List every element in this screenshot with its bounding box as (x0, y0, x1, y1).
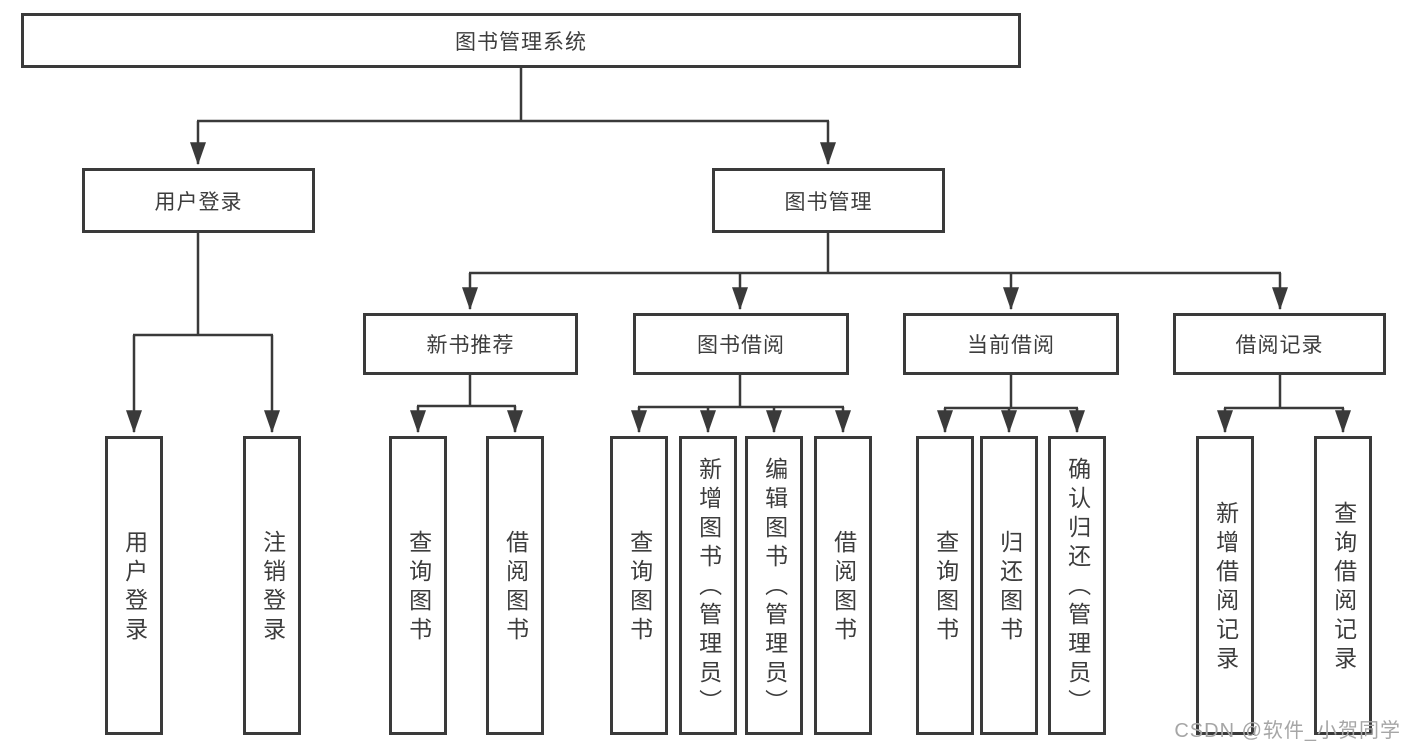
node-leaf-query-borrow-record: 查询借阅记录 (1314, 436, 1372, 735)
node-root-library-system: 图书管理系统 (21, 13, 1021, 68)
node-new-book-recommend: 新书推荐 (363, 313, 578, 375)
node-leaf-edit-books-admin: 编辑图书（管理员） (745, 436, 803, 735)
node-leaf-query-books-2: 查询图书 (610, 436, 668, 735)
node-leaf-logout: 注销登录 (243, 436, 301, 735)
node-leaf-query-books: 查询图书 (389, 436, 447, 735)
node-leaf-add-borrow-record: 新增借阅记录 (1196, 436, 1254, 735)
node-current-borrow: 当前借阅 (903, 313, 1119, 375)
node-leaf-confirm-return-admin: 确认归还（管理员） (1048, 436, 1106, 735)
csdn-watermark: CSDN @软件_小贺同学 (1174, 720, 1401, 742)
node-leaf-borrow-books-2: 借阅图书 (814, 436, 872, 735)
node-book-borrow: 图书借阅 (633, 313, 849, 375)
node-user-login: 用户登录 (82, 168, 315, 233)
node-leaf-add-books-admin: 新增图书（管理员） (679, 436, 737, 735)
node-leaf-user-login: 用户登录 (105, 436, 163, 735)
node-book-management: 图书管理 (712, 168, 945, 233)
node-leaf-borrow-books: 借阅图书 (486, 436, 544, 735)
node-leaf-query-books-3: 查询图书 (916, 436, 974, 735)
node-borrow-records: 借阅记录 (1173, 313, 1386, 375)
node-leaf-return-books: 归还图书 (980, 436, 1038, 735)
